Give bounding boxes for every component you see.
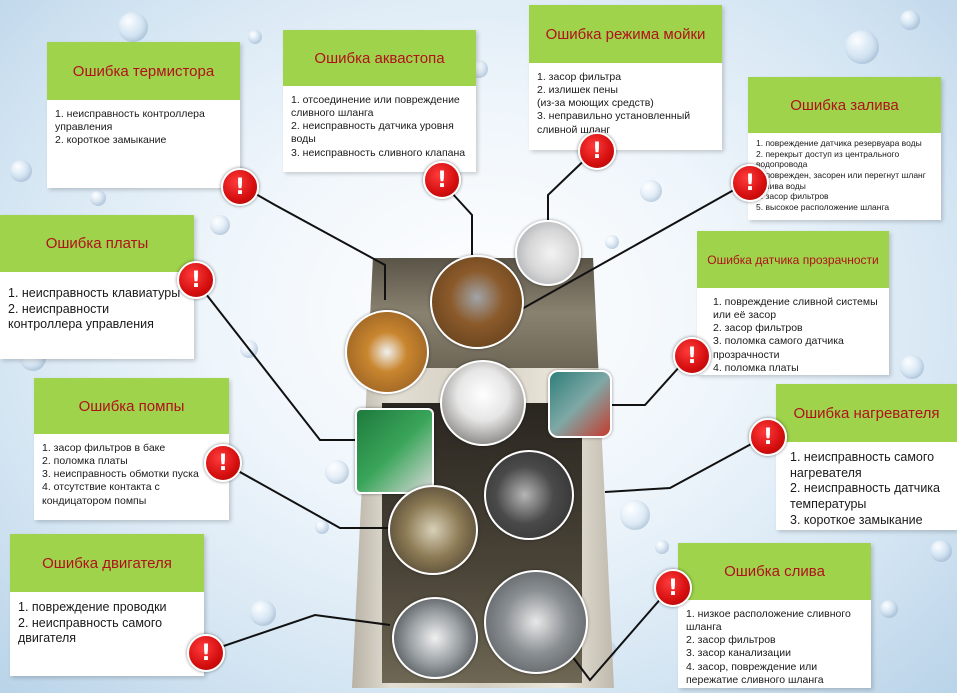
aquastop-valve-photo bbox=[345, 310, 429, 394]
list-item: 2. засор фильтров bbox=[686, 634, 776, 647]
control-board-photo bbox=[355, 408, 434, 494]
list-item: 4. засор фильтров bbox=[756, 191, 829, 202]
card-title: Ошибка помпы bbox=[34, 378, 229, 434]
line-wash-mode bbox=[547, 149, 596, 225]
drain-pipe-photo bbox=[440, 360, 526, 446]
card-title: Ошибка аквастопа bbox=[283, 30, 476, 86]
list-item: 3. поврежден, засорен или перегнут шланг… bbox=[756, 169, 926, 191]
exclamation-icon: ! bbox=[177, 261, 215, 299]
motor-photo bbox=[392, 597, 478, 679]
list-item: 2. поломка платы bbox=[42, 455, 128, 468]
line-heater bbox=[604, 435, 767, 493]
card-list: 1. засор фильтра 2. излишек пены (из-за … bbox=[529, 63, 722, 143]
list-item: 2. короткое замыкание bbox=[55, 134, 167, 147]
card-list: 1. отсоединение или повреждение сливного… bbox=[283, 86, 476, 166]
list-item: 1. низкое расположение сливного шланга bbox=[686, 608, 851, 634]
card-title: Ошибка термистора bbox=[47, 42, 240, 100]
line-clarity bbox=[605, 354, 691, 406]
card-drain: Ошибка слива 1. низкое расположение слив… bbox=[678, 543, 871, 688]
list-item: 1. засор фильтра bbox=[537, 71, 622, 83]
list-item: 1. повреждение сливной системы или её за… bbox=[713, 296, 878, 322]
list-item: 3. неисправность сливного клапана bbox=[291, 146, 466, 159]
card-wash-mode: Ошибка режима мойки 1. засор фильтра 2. … bbox=[529, 5, 722, 150]
list-item: 1. засор фильтров в баке bbox=[42, 442, 166, 454]
card-board: Ошибка платы 1. неисправность клавиатуры… bbox=[0, 215, 194, 359]
list-item: 1. повреждение датчика резервуара воды bbox=[756, 138, 922, 148]
exclamation-icon: ! bbox=[187, 634, 225, 672]
drain-hose-photo bbox=[484, 570, 588, 674]
card-clarity: Ошибка датчика прозрачности 1. поврежден… bbox=[697, 231, 889, 375]
list-item: 2. перекрыт доступ из центрального водоп… bbox=[756, 148, 900, 170]
card-title: Ошибка датчика прозрачности bbox=[697, 231, 889, 288]
list-item: 3. засор канализации bbox=[686, 647, 791, 660]
card-title: Ошибка слива bbox=[678, 543, 871, 600]
list-item: 1. неисправность самого нагревателя bbox=[790, 450, 935, 480]
list-item: 4. поломка платы bbox=[713, 361, 799, 374]
control-panel-photo bbox=[515, 220, 581, 286]
exclamation-icon: ! bbox=[731, 164, 769, 202]
pump-photo bbox=[388, 485, 478, 575]
list-item: 3. неисправность обмотки пуска bbox=[42, 468, 199, 481]
list-item: (из-за моющих средств) bbox=[537, 97, 654, 110]
list-item: 2. неисправности контроллера управления bbox=[8, 301, 154, 332]
line-motor bbox=[205, 613, 391, 653]
list-item: 1. отсоединение или повреждение сливного… bbox=[291, 94, 460, 120]
pressure-switch-photo bbox=[430, 255, 524, 349]
card-title: Ошибка платы bbox=[0, 215, 194, 272]
exclamation-icon: ! bbox=[673, 337, 711, 375]
card-list: 1. неисправность самого нагревателя 2. н… bbox=[776, 442, 957, 534]
list-item: 3. короткое замыкание bbox=[790, 512, 923, 527]
list-item: 2. неисправность датчика уровня воды bbox=[291, 120, 454, 146]
card-thermistor: Ошибка термистора 1. неисправность контр… bbox=[47, 42, 240, 188]
card-list: 1. неисправность клавиатуры 2. неисправн… bbox=[0, 272, 194, 339]
list-item: 3. поломка самого датчика прозрачности bbox=[713, 335, 844, 361]
list-item: 2. засор фильтров bbox=[713, 322, 803, 335]
line-fill bbox=[519, 181, 749, 311]
heater-photo bbox=[484, 450, 574, 540]
exclamation-icon: ! bbox=[423, 161, 461, 199]
list-item: 5. высокое расположение шланга bbox=[756, 201, 890, 212]
card-list: 1. засор фильтров в баке 2. поломка плат… bbox=[34, 434, 229, 514]
card-list: 1. повреждение сливной системы или её за… bbox=[697, 288, 889, 381]
exclamation-icon: ! bbox=[221, 168, 259, 206]
list-item: 2. неисправность датчика температуры bbox=[790, 481, 940, 511]
list-item: 4. засор, повреждение или пережатие слив… bbox=[686, 660, 824, 686]
line-pump bbox=[221, 461, 388, 529]
list-item: 3. неправильно установленный сливной шла… bbox=[537, 110, 691, 136]
line-thermistor bbox=[239, 184, 386, 300]
list-item: 4. отсутствие контакта с кондицатором по… bbox=[42, 481, 160, 507]
card-title: Ошибка залива bbox=[748, 77, 941, 133]
exclamation-icon: ! bbox=[578, 132, 616, 170]
list-item: 1. неисправность клавиатуры bbox=[8, 286, 181, 300]
list-item: 1. повреждение проводки bbox=[18, 600, 167, 614]
exclamation-icon: ! bbox=[749, 418, 787, 456]
exclamation-icon: ! bbox=[204, 444, 242, 482]
list-item: 2. излишек пены bbox=[537, 84, 618, 97]
card-fill: Ошибка залива 1. повреждение датчика рез… bbox=[748, 77, 941, 220]
card-motor: Ошибка двигателя 1. повреждение проводки… bbox=[10, 534, 204, 676]
card-list: 1. повреждение проводки 2. неисправность… bbox=[10, 592, 204, 653]
card-list: 1. неисправность контроллера управления … bbox=[47, 100, 240, 153]
card-pump: Ошибка помпы 1. засор фильтров в баке 2.… bbox=[34, 378, 229, 520]
card-title: Ошибка режима мойки bbox=[529, 5, 722, 63]
list-item: 2. неисправность самого двигателя bbox=[18, 615, 163, 646]
clarity-sensor-photo bbox=[548, 370, 612, 438]
card-aquastop: Ошибка аквастопа 1. отсоединение или пов… bbox=[283, 30, 476, 172]
exclamation-icon: ! bbox=[654, 569, 692, 607]
card-list: 1. низкое расположение сливного шланга 2… bbox=[678, 600, 871, 693]
card-heater: Ошибка нагревателя 1. неисправность само… bbox=[776, 384, 957, 530]
card-list: 1. повреждение датчика резервуара воды 2… bbox=[748, 133, 941, 218]
list-item: 1. неисправность контроллера управления bbox=[55, 108, 205, 134]
card-title: Ошибка двигателя bbox=[10, 534, 204, 592]
card-title: Ошибка нагревателя bbox=[776, 384, 957, 442]
